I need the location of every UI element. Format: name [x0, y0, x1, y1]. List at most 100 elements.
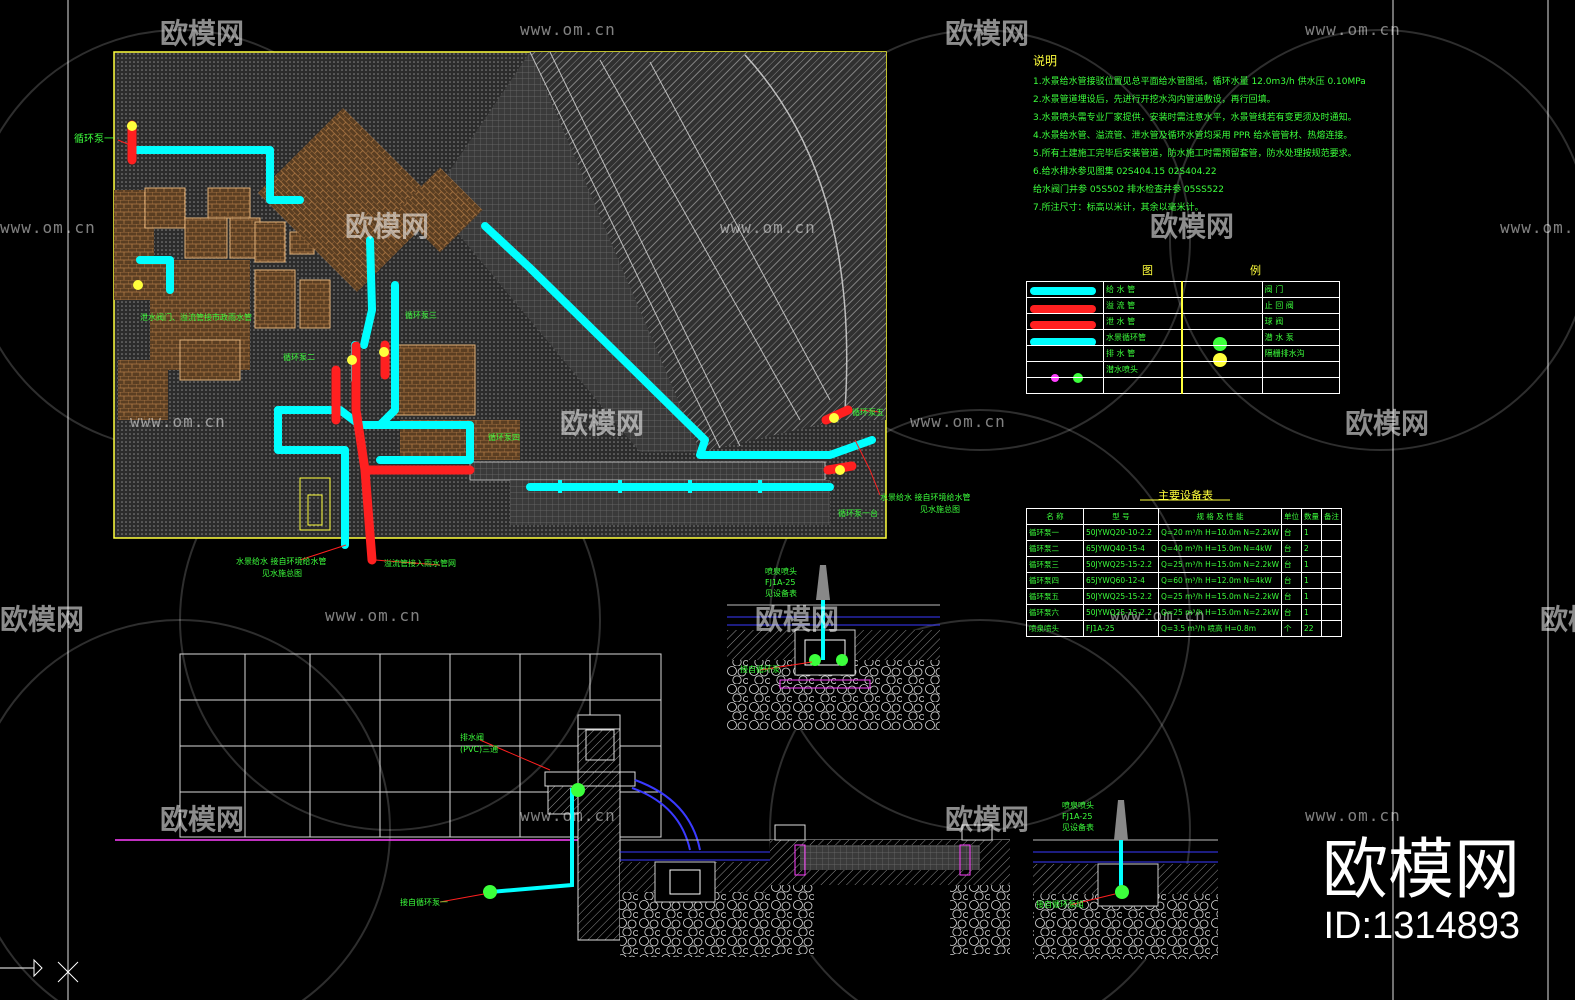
watermark-url: www.om.cn — [520, 806, 616, 825]
cell: Q=20 m³/h H=10.0m N=2.2kW — [1158, 524, 1282, 541]
cell — [1321, 540, 1342, 557]
cell: 65JYWQ60-12-4 — [1083, 572, 1159, 589]
cell: Q=60 m³/h H=12.0m N=4kW — [1158, 572, 1282, 589]
legend-label: 排 水 管 — [1102, 345, 1183, 362]
cell: Q=25 m³/h H=15.0m N=2.2kW — [1158, 604, 1282, 621]
legend-label: 潜水喷头 — [1102, 361, 1183, 378]
table-header-row: 名 称 型 号 规 格 及 性 能 单位 数量 备注 — [1026, 508, 1342, 525]
detail-label-nozzle-model-2: FJ1A-25 — [1062, 812, 1093, 821]
cell: FJ1A-25 — [1083, 620, 1159, 637]
watermark-url: www.om.cn — [910, 412, 1006, 431]
cell: 台 — [1281, 524, 1302, 541]
detail-label-pump-group: 接自循环泵组 — [1036, 900, 1084, 909]
watermark-url: www.om.cn — [130, 412, 226, 431]
cell: 1 — [1301, 588, 1322, 605]
legend-label: 水景循环管 — [1102, 329, 1183, 346]
section-label-drain-valve: 排水阀 — [460, 733, 484, 742]
column-header: 名 称 — [1026, 508, 1084, 525]
section-label-pump-connect: 接自循环泵一 — [400, 898, 448, 907]
cell — [1321, 620, 1342, 637]
legend-row: 给 水 管阀 门 — [1026, 281, 1341, 298]
watermark-url: www.om.cn — [1305, 806, 1401, 825]
legend-label: 止 回 阀 — [1261, 297, 1341, 314]
legend-label: 潜 水 泵 — [1261, 329, 1341, 346]
cell: Q=25 m³/h H=15.0m N=2.2kW — [1158, 588, 1282, 605]
note-line: 7.所注尺寸：标高以米计，其余以毫米计。 — [1033, 203, 1204, 213]
legend-label: 给 水 管 — [1102, 281, 1183, 298]
watermark-url: www.om.cn — [0, 218, 96, 237]
cell: 50JYWQ25-15-2.2 — [1083, 604, 1159, 621]
plan-label-pump-two: 循环泵二 — [283, 353, 315, 362]
legend-label: 溢 流 管 — [1102, 297, 1183, 314]
legend-label: 阀 门 — [1261, 281, 1341, 298]
note-line: 1.水景给水管接驳位置见总平面给水管图纸，循环水量 12.0m3/h 供水压 0… — [1033, 77, 1366, 87]
watermark-url: www.om.cn — [1305, 20, 1401, 39]
cell: 2 — [1301, 540, 1322, 557]
detail-label-nozzle-ref-2: 见设备表 — [1062, 823, 1094, 832]
cell: 循环泵三 — [1026, 556, 1084, 573]
cell: 50JYWQ25-15-2.2 — [1083, 556, 1159, 573]
watermark-logo: 欧模网 — [1150, 210, 1235, 243]
watermark-logo: 欧模网 — [1345, 407, 1430, 440]
cell — [1321, 588, 1342, 605]
detail-label-nozzle-ref: 见设备表 — [765, 589, 797, 598]
detail-label-nozzle-model: FJ1A-25 — [765, 578, 796, 587]
legend-row: 溢 流 管止 回 阀 — [1026, 297, 1341, 314]
watermark-logo: 欧模网 — [755, 603, 840, 636]
legend-label — [1102, 377, 1183, 394]
legend-label: 泄 水 管 — [1102, 313, 1183, 330]
watermark-logo: 欧模网 — [160, 17, 245, 50]
cell: 1 — [1301, 572, 1322, 589]
cell — [1321, 524, 1342, 541]
watermark-logo: 欧模网 — [945, 17, 1030, 50]
note-line: 6.给水排水参见图集 02S404.15 02S404.22 — [1033, 167, 1217, 177]
notes-title: 说明 — [1033, 54, 1058, 68]
column-header: 单位 — [1281, 508, 1302, 525]
brand-logo: 欧模网 — [1322, 831, 1520, 908]
column-header: 备注 — [1321, 508, 1342, 525]
cell: 50JYWQ25-15-2.2 — [1083, 588, 1159, 605]
cell: 台 — [1281, 540, 1302, 557]
cell: 1 — [1301, 604, 1322, 621]
detail-label-pump-connect: 接自循环泵 — [740, 665, 780, 674]
cell: 台 — [1281, 556, 1302, 573]
legend-label: 球 阀 — [1261, 313, 1341, 330]
note-line: 2.水景管道埋设后，先进行开挖水沟内管道敷设，再行回填。 — [1033, 95, 1276, 105]
cell — [1321, 572, 1342, 589]
legend-row — [1026, 377, 1341, 394]
column-header: 数量 — [1301, 508, 1322, 525]
plan-label-note-right-b: 见水施总图 — [920, 505, 960, 514]
legend-label: 隔栅排水沟 — [1261, 345, 1341, 362]
legend-table: 给 水 管阀 门 溢 流 管止 回 阀 泄 水 管球 阀 水景循环管潜 水 泵 … — [1026, 281, 1341, 394]
watermark-logo: 欧模网 — [945, 803, 1030, 836]
legend-title-left: 图 — [1142, 264, 1153, 277]
cell: 循环泵六 — [1026, 604, 1084, 621]
legend-row: 水景循环管 潜 水 泵 — [1026, 329, 1341, 346]
cell: 22 — [1301, 620, 1322, 637]
plan-label-pump-four: 循环泵四 — [488, 433, 520, 442]
cell: 1 — [1301, 524, 1322, 541]
design-notes: 说明 1.水景给水管接驳位置见总平面给水管图纸，循环水量 12.0m3/h 供水… — [1033, 52, 1373, 217]
cell — [1321, 604, 1342, 621]
watermark-url: www.om.cn — [1500, 218, 1575, 237]
plan-label-note-right: 水景给水 接自环境给水管 — [880, 493, 971, 502]
cell: 循环泵五 — [1026, 588, 1084, 605]
note-line: 4.水景给水管、溢流管、泄水管及循环水管均采用 PPR 给水管管材、热熔连接。 — [1033, 131, 1353, 141]
cell: Q=3.5 m³/h 喷高 H=0.8m — [1158, 620, 1282, 637]
model-id: ID:1314893 — [1323, 905, 1521, 947]
plan-label-overflow: 溢流管接入雨水管网 — [384, 559, 456, 568]
legend-row: 泄 水 管球 阀 — [1026, 313, 1341, 330]
watermark-logo: 欧模网 — [1540, 603, 1575, 636]
column-header: 规 格 及 性 能 — [1158, 508, 1282, 525]
cell: 65JYWQ40-15-4 — [1083, 540, 1159, 557]
cell: 循环泵一 — [1026, 524, 1084, 541]
watermark-logo: 欧模网 — [0, 603, 85, 636]
watermark-logo: 欧模网 — [345, 210, 430, 243]
